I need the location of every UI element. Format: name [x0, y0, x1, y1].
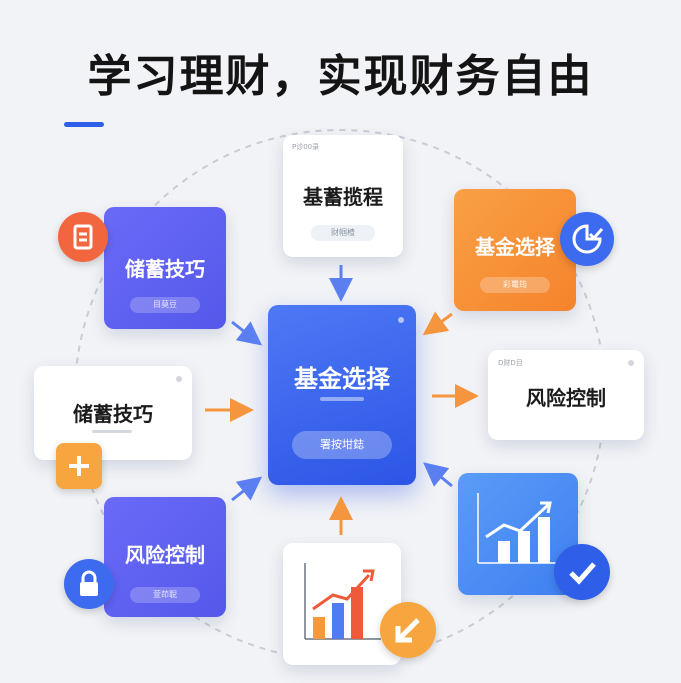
card-top-label: 基蓄揽程 [303, 185, 383, 209]
card-center-divider [320, 397, 364, 401]
bar-chart-icon [304, 563, 381, 640]
card-right-mid-tag: D财D目 [498, 359, 523, 367]
card-top-pill[interactable]: 财帼楂 [311, 225, 375, 241]
page-title: 学习理财，实现财务自由 [87, 51, 594, 102]
card-left-top-pill[interactable]: 目莫豆 [130, 297, 200, 313]
card-left-bottom[interactable]: 风险控制 萱茚聣 [104, 497, 226, 617]
card-top-right-pill[interactable]: 彩鼍筠 [480, 277, 550, 293]
pie-chart-check-icon [560, 212, 614, 266]
card-top[interactable]: P诊00录 基蓄揽程 财帼楂 [283, 135, 403, 257]
card-left-mid-label: 储蓄技巧 [73, 402, 153, 426]
card-right-mid-label: 风险控制 [526, 386, 606, 410]
plus-icon [56, 443, 102, 489]
card-center[interactable]: 基金选择 署按坩鋕 [268, 305, 416, 485]
arrow-lefttop-to-center [231, 320, 263, 346]
card-right-mid[interactable]: D财D目 风险控制 [488, 350, 644, 440]
arrow-topright-to-center [422, 311, 453, 336]
card-top-tag: P诊00录 [292, 143, 320, 151]
lock-icon [64, 559, 114, 609]
card-left-top[interactable]: 储蓄技巧 目莫豆 [104, 207, 226, 329]
arrow-leftbottom-to-center [231, 476, 263, 502]
arrow-bottomright-to-center [423, 462, 453, 488]
arrow-down-left-icon [380, 602, 436, 658]
title-underline [64, 122, 104, 127]
card-left-bottom-pill[interactable]: 萱茚聣 [130, 587, 200, 603]
bar-chart-icon [477, 493, 558, 564]
checkmark-icon [554, 544, 610, 600]
card-left-mid-divider [92, 430, 132, 433]
card-bottom[interactable] [283, 543, 401, 665]
card-top-right-label: 基金选择 [475, 235, 555, 259]
document-icon [58, 212, 108, 262]
card-left-top-label: 储蓄技巧 [125, 257, 205, 281]
card-right-mid-dot [628, 360, 634, 366]
card-center-label: 基金选择 [294, 365, 390, 393]
card-left-mid-dot [176, 376, 182, 382]
card-left-bottom-label: 风险控制 [125, 543, 205, 567]
card-center-dot [398, 317, 404, 323]
card-center-pill[interactable]: 署按坩鋕 [292, 431, 392, 459]
card-top-right[interactable]: 基金选择 彩鼍筠 [454, 189, 576, 311]
